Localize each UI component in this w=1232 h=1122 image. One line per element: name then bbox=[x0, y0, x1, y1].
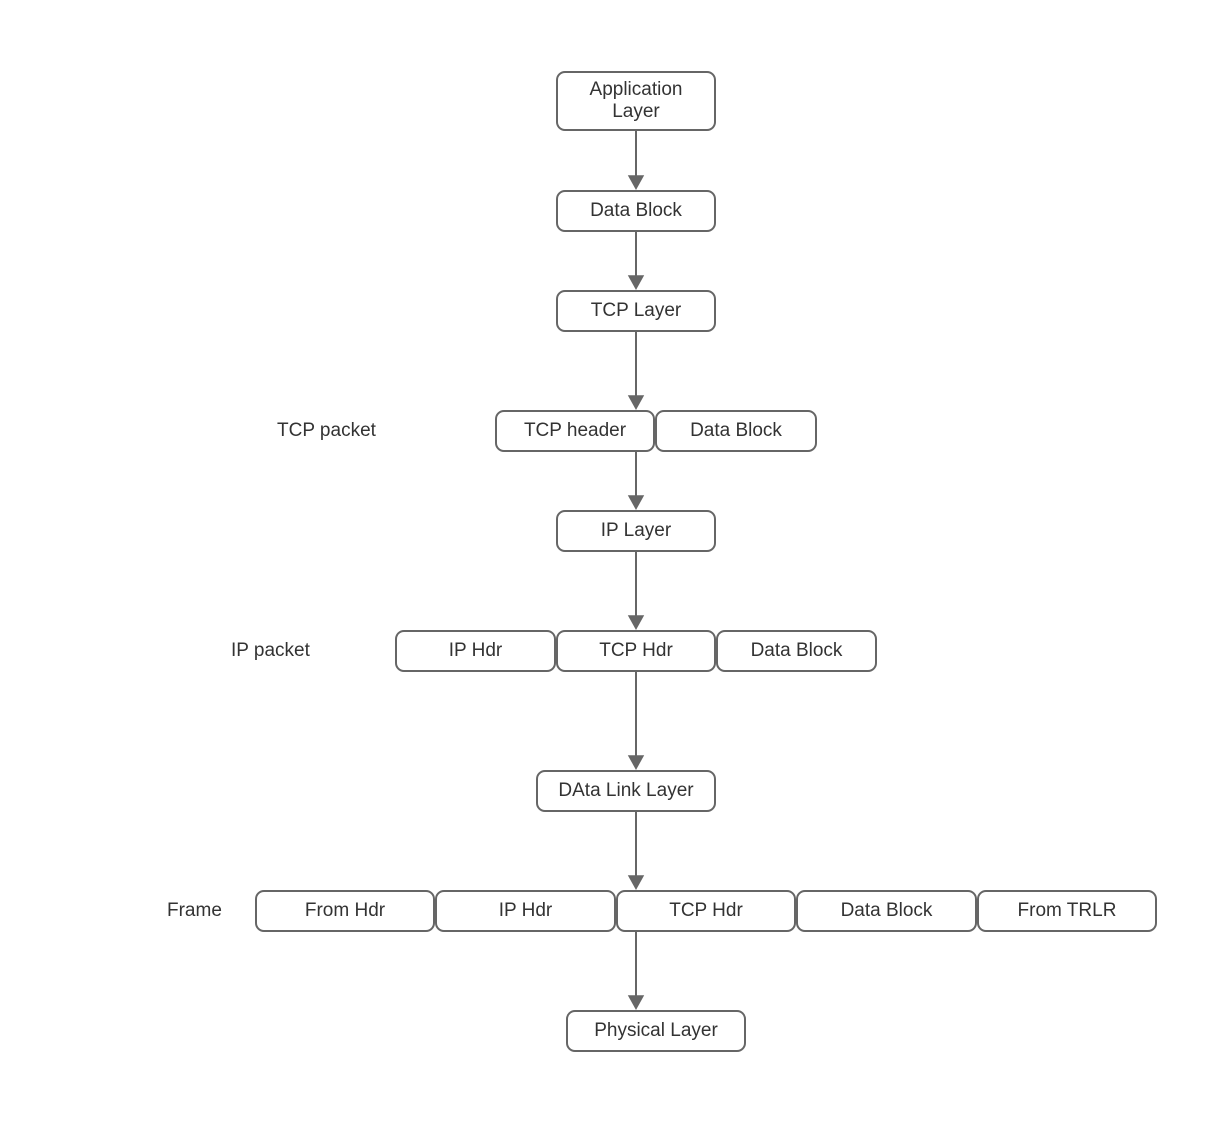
label-tcp-packet: TCP packet bbox=[277, 420, 376, 441]
label-frame: Frame bbox=[167, 900, 222, 921]
frame-segment-from-hdr[interactable]: From Hdr bbox=[255, 890, 435, 932]
node-data-link-layer[interactable]: DAta Link Layer bbox=[536, 770, 716, 812]
packet-row-ip: IP Hdr TCP Hdr Data Block bbox=[395, 630, 877, 672]
node-tcp-layer[interactable]: TCP Layer bbox=[556, 290, 716, 332]
frame-segment-data-block[interactable]: Data Block bbox=[796, 890, 977, 932]
frame-segment-tcp-hdr[interactable]: TCP Hdr bbox=[616, 890, 796, 932]
packet-segment-data-block[interactable]: Data Block bbox=[716, 630, 877, 672]
frame-segment-ip-hdr[interactable]: IP Hdr bbox=[435, 890, 616, 932]
packet-row-tcp: TCP header Data Block bbox=[495, 410, 817, 452]
label-ip-packet: IP packet bbox=[231, 640, 310, 661]
node-physical-layer[interactable]: Physical Layer bbox=[566, 1010, 746, 1052]
node-application-layer[interactable]: Application Layer bbox=[556, 71, 716, 131]
packet-segment-tcp-header[interactable]: TCP header bbox=[495, 410, 655, 452]
packet-segment-data-block[interactable]: Data Block bbox=[655, 410, 817, 452]
frame-segment-from-trlr[interactable]: From TRLR bbox=[977, 890, 1157, 932]
node-ip-layer[interactable]: IP Layer bbox=[556, 510, 716, 552]
packet-row-frame: From Hdr IP Hdr TCP Hdr Data Block From … bbox=[255, 890, 1157, 932]
packet-segment-ip-hdr[interactable]: IP Hdr bbox=[395, 630, 556, 672]
node-data-block[interactable]: Data Block bbox=[556, 190, 716, 232]
packet-segment-tcp-hdr[interactable]: TCP Hdr bbox=[556, 630, 716, 672]
